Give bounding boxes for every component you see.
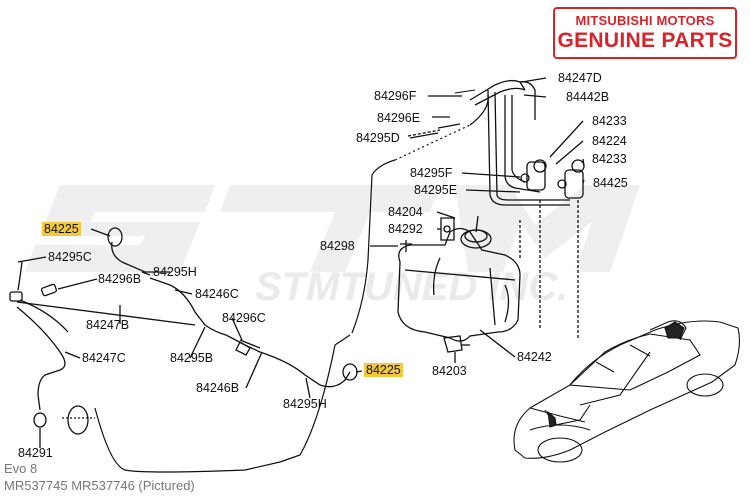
- part-label: 84295E: [414, 183, 458, 197]
- part-label: 84295D: [356, 131, 400, 145]
- model-caption: Evo 8: [4, 461, 38, 476]
- part-label: 84296C: [222, 311, 266, 325]
- part-label: 84233: [592, 114, 627, 128]
- part-label: 84295H: [153, 265, 197, 279]
- part-label-highlighted: 84225: [42, 222, 81, 236]
- part-label: 84247B: [86, 318, 130, 332]
- part-label: 84295H: [283, 397, 327, 411]
- part-label: 84425: [593, 176, 628, 190]
- part-label: 84246B: [196, 381, 240, 395]
- brand-line1: MITSUBISHI MOTORS: [575, 13, 715, 28]
- part-label: 84292: [388, 222, 423, 236]
- part-label-highlighted: 84225: [364, 363, 403, 377]
- part-label: 84242: [517, 350, 552, 364]
- genuine-parts-badge: MITSUBISHI MOTORS GENUINE PARTS: [553, 7, 737, 59]
- part-label: 84247D: [558, 71, 602, 85]
- part-label: 84295C: [48, 250, 92, 264]
- part-label: 84295F: [410, 166, 453, 180]
- part-label: 84247C: [82, 351, 126, 365]
- brand-line2: GENUINE PARTS: [557, 29, 733, 52]
- part-label: 84203: [432, 364, 467, 378]
- part-label: 84442B: [566, 90, 610, 104]
- part-label: 84291: [18, 446, 53, 460]
- part-label: 84204: [388, 205, 423, 219]
- parts-caption: MR537745 MR537746 (Pictured): [4, 478, 195, 493]
- part-label: 84296F: [374, 89, 417, 103]
- part-label: 84233: [592, 152, 627, 166]
- part-label: 84298: [320, 239, 355, 253]
- part-label: 84224: [592, 134, 627, 148]
- part-label: 84296E: [377, 111, 421, 125]
- part-label: 84296B: [98, 272, 142, 286]
- part-label: 84246C: [195, 287, 239, 301]
- part-label: 84295B: [170, 351, 214, 365]
- watermark-text: STMTUNED INC.: [255, 265, 568, 309]
